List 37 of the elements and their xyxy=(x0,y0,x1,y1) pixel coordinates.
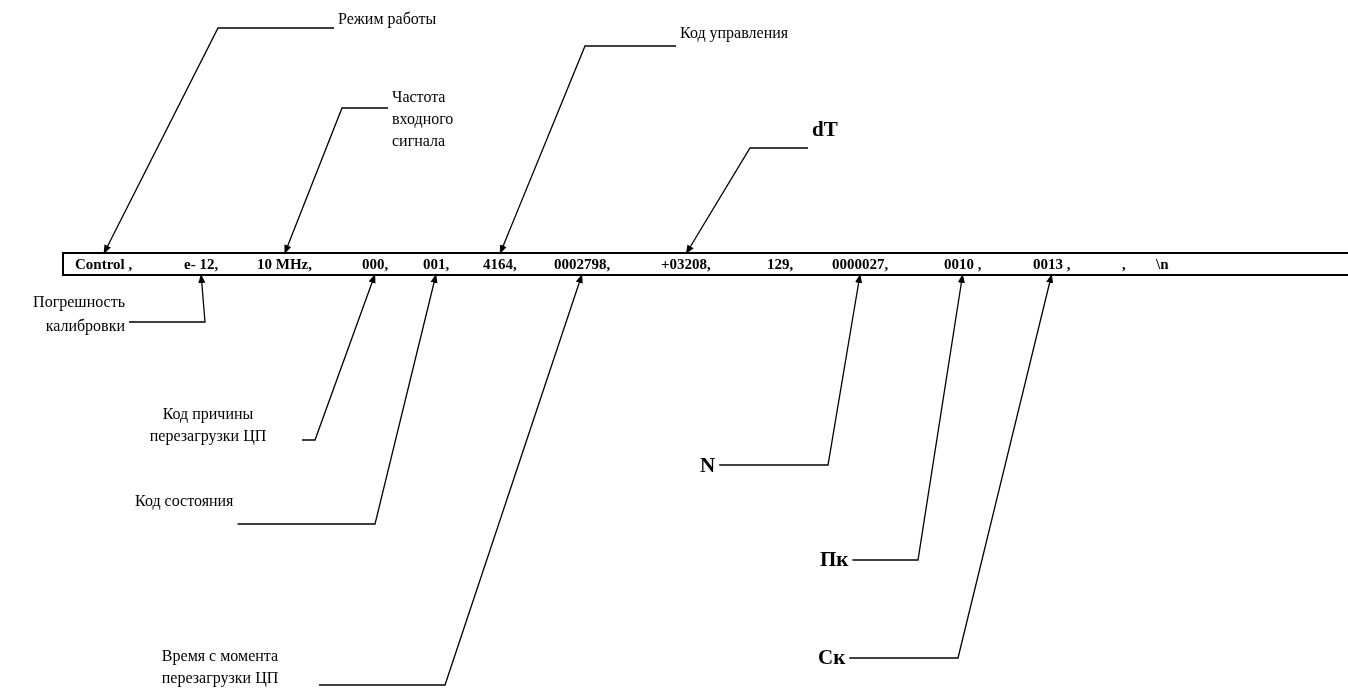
data-field: 10 MHz, xyxy=(257,254,312,274)
symbol-label: dT xyxy=(812,116,838,142)
symbol-label: N xyxy=(700,452,716,478)
data-field: 0013 , xyxy=(1033,254,1071,274)
leader-arrow xyxy=(685,147,809,255)
field-label: Время с момента перезагрузки ЦП xyxy=(125,645,315,689)
data-field: +03208, xyxy=(661,254,711,274)
field-label: Режим работы xyxy=(338,8,437,30)
data-field: 0000027, xyxy=(832,254,889,274)
data-field: 000, xyxy=(362,254,389,274)
data-field: Control , xyxy=(75,254,133,274)
field-label: Частота входного сигнала xyxy=(392,86,492,152)
data-field: 4164, xyxy=(483,254,517,274)
leader-arrow xyxy=(848,273,1054,659)
leader-arrow xyxy=(236,273,438,525)
leader-arrow xyxy=(301,273,376,441)
data-field: \n xyxy=(1156,254,1169,274)
leader-arrow xyxy=(102,27,335,255)
symbol-label: Ск xyxy=(818,644,846,670)
leader-arrow xyxy=(318,273,583,686)
field-label: Код состояния xyxy=(135,490,234,512)
data-field: 0002798, xyxy=(554,254,611,274)
data-string-box xyxy=(62,252,1348,276)
data-field: 0010 , xyxy=(944,254,982,274)
data-field: , xyxy=(1122,254,1126,274)
field-label: Код управления xyxy=(680,22,789,44)
field-label: Код причины перезагрузки ЦП xyxy=(118,403,298,447)
symbol-label: Пк xyxy=(820,546,849,572)
data-field: 129, xyxy=(767,254,794,274)
data-field: e- 12, xyxy=(184,254,219,274)
field-label: Погрешность калибровки xyxy=(5,290,125,338)
leader-arrow xyxy=(499,45,677,255)
leader-arrow xyxy=(283,107,389,255)
data-field: 001, xyxy=(423,254,450,274)
leader-arrow xyxy=(128,273,206,323)
leader-arrow xyxy=(718,273,863,466)
leader-arrow xyxy=(851,273,965,561)
